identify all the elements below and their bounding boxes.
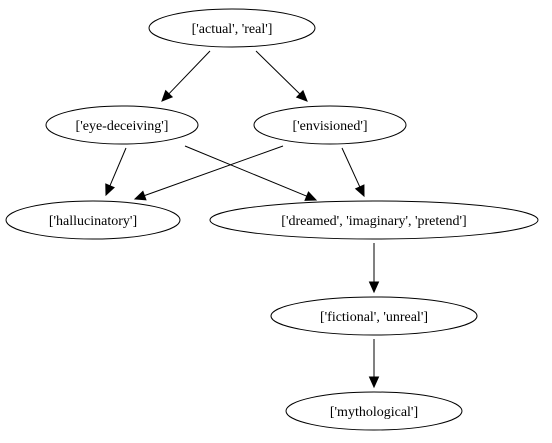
node-label: ['hallucinatory']: [49, 214, 137, 229]
edge-line: [255, 50, 301, 95]
edge-eye_deceiving-to-dreamed: [184, 145, 318, 201]
node-dreamed: ['dreamed', 'imaginary', 'pretend']: [209, 200, 539, 240]
node-actual-real: ['actual', 'real']: [148, 8, 316, 48]
node-label: ['envisioned']: [292, 119, 367, 134]
node-hallucinatory: ['hallucinatory']: [5, 200, 181, 240]
edge-line: [341, 147, 361, 188]
nodes-layer: ['actual', 'real'] ['eye-deceiving'] ['env…: [5, 8, 539, 431]
edge-dreamed-to-fictional: [368, 243, 380, 294]
edge-envisioned-to-hallucinatory: [133, 145, 284, 201]
edge-line: [144, 145, 284, 197]
node-label: ['dreamed', 'imaginary', 'pretend']: [281, 214, 466, 229]
edge-fictional-to-mythological: [368, 339, 380, 389]
node-ellipse: [270, 296, 478, 336]
node-ellipse: [285, 391, 463, 431]
arrowhead: [368, 376, 380, 389]
arrowhead: [161, 89, 174, 102]
node-ellipse: [5, 200, 181, 240]
node-label: ['mythological']: [330, 405, 418, 420]
edges-layer: [105, 50, 380, 389]
edge-actual_real-to-envisioned: [255, 50, 308, 102]
node-mythological: ['mythological']: [285, 391, 463, 431]
arrowhead: [368, 281, 380, 294]
arrowhead: [133, 190, 147, 201]
edge-actual_real-to-eye_deceiving: [161, 50, 211, 102]
node-ellipse: [209, 200, 539, 240]
edge-line: [109, 147, 127, 186]
node-fictional: ['fictional', 'unreal']: [270, 296, 478, 336]
node-label: ['actual', 'real']: [192, 22, 273, 37]
edge-eye_deceiving-to-hallucinatory: [105, 147, 127, 197]
node-ellipse: [45, 105, 199, 145]
node-label: ['eye-deceiving']: [76, 119, 169, 134]
node-eye-deceiving: ['eye-deceiving']: [45, 105, 199, 145]
edge-line: [184, 145, 307, 197]
node-ellipse: [148, 8, 316, 48]
node-ellipse: [253, 105, 407, 145]
node-envisioned: ['envisioned']: [253, 105, 407, 145]
edge-envisioned-to-dreamed: [341, 147, 365, 198]
node-label: ['fictional', 'unreal']: [320, 310, 428, 325]
edge-line: [168, 50, 211, 95]
arrowhead: [105, 183, 115, 197]
arrowhead: [304, 191, 318, 201]
arrowhead: [354, 184, 365, 198]
arrowhead: [295, 89, 308, 102]
